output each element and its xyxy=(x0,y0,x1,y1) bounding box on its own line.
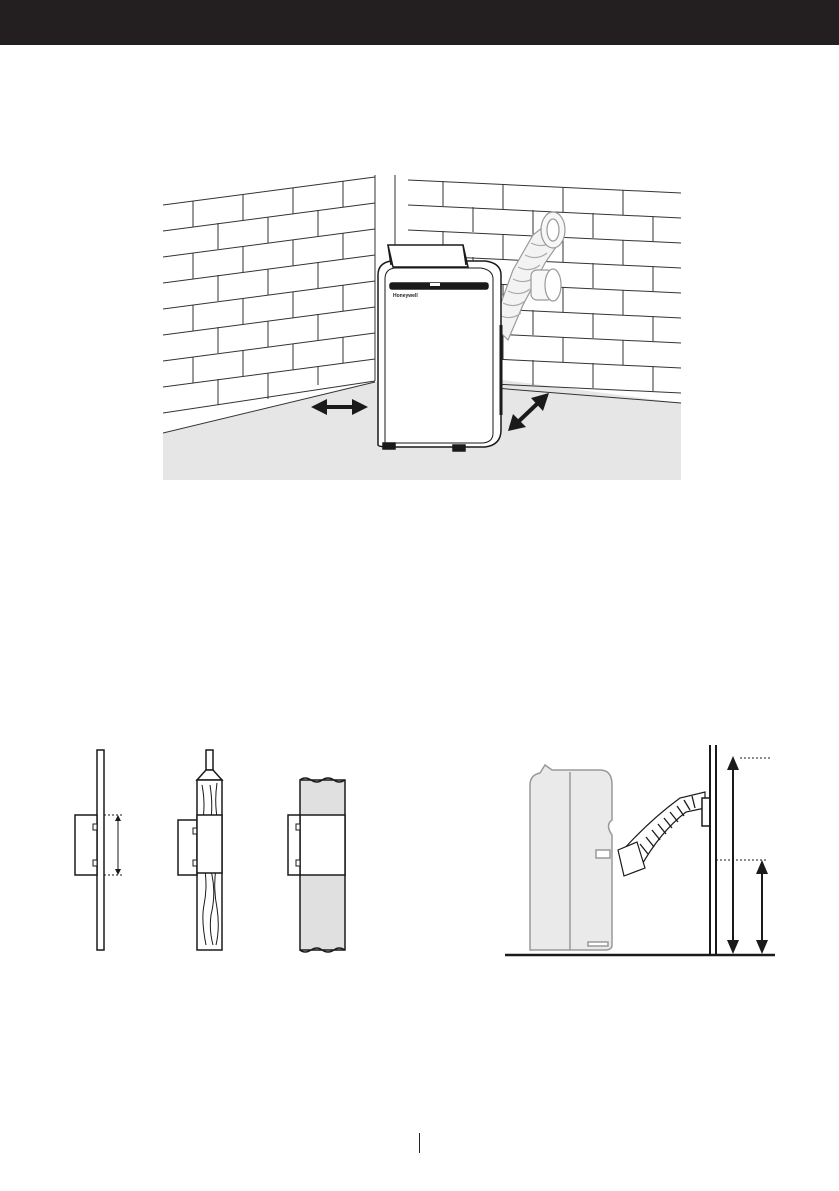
wall-adapter xyxy=(702,798,710,826)
air-conditioner-side-view xyxy=(530,765,612,950)
wall xyxy=(710,745,716,955)
page-divider xyxy=(419,1133,420,1153)
height-arrow-short xyxy=(716,860,768,954)
thin-wall-with-adapter xyxy=(75,750,124,950)
exhaust-hose xyxy=(493,212,565,340)
installed-side-view-illustration xyxy=(500,740,780,960)
wooden-wall-with-adapter xyxy=(178,750,222,950)
header-bar xyxy=(0,0,839,45)
brand-label: Honeywell xyxy=(393,293,418,299)
wall-types-illustration xyxy=(60,745,380,960)
exhaust-hose xyxy=(618,792,705,876)
thick-wall-with-adapter xyxy=(288,778,345,952)
air-conditioner-unit xyxy=(378,245,501,451)
height-arrow-tall xyxy=(727,756,770,954)
corner-placement-illustration: Honeywell xyxy=(163,175,681,480)
